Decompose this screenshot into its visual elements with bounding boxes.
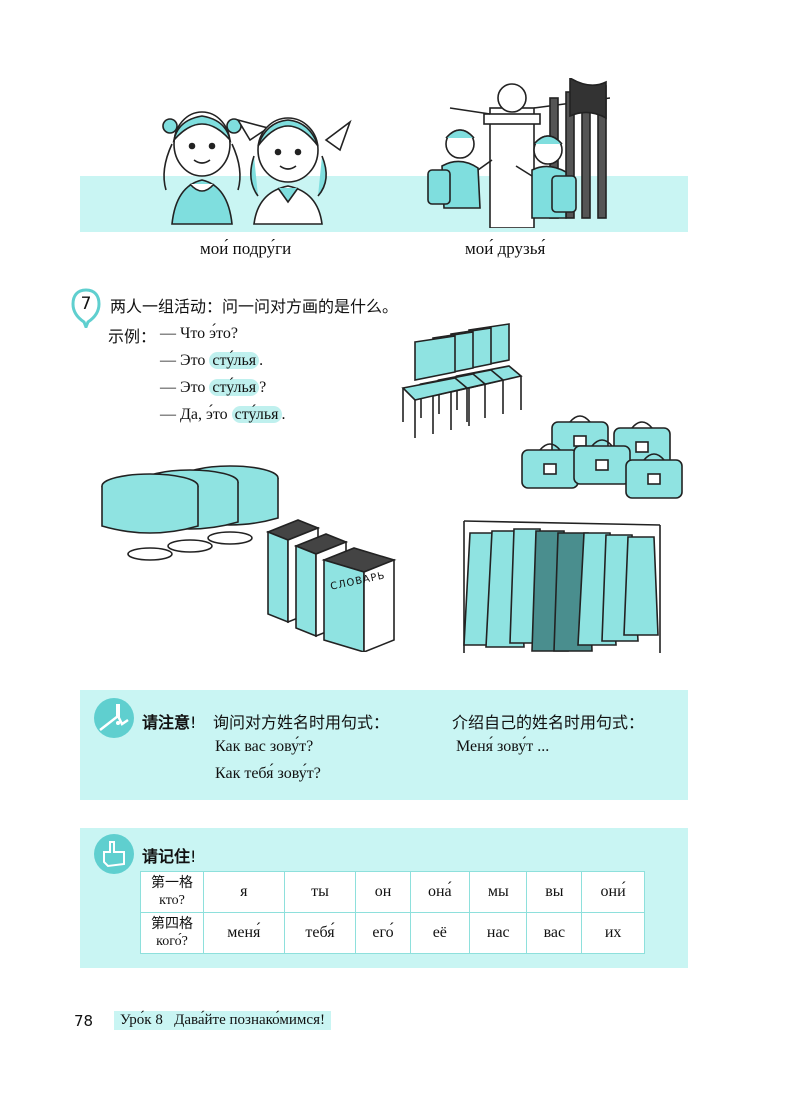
punct: ? [259, 379, 267, 396]
tables-illustration [101, 465, 279, 561]
note-left-heading: 询问对方姓名时用句式： [213, 713, 390, 732]
note-title: 请注意! [142, 709, 196, 733]
table-row: 第四格 кого́? меня́ тебя́ его́ её нас вас и… [140, 912, 645, 954]
pronoun-cell: она́ [409, 871, 471, 913]
case-header-cell: 第一格 кто? [140, 871, 204, 913]
exercise-number-badge: 7 [71, 288, 101, 328]
pronoun-cell: вас [526, 912, 583, 954]
note-box [80, 690, 688, 800]
dash: — [160, 352, 176, 369]
note-left-line-2: Как тебя́ зову́т? [215, 765, 321, 782]
exercise-number: 7 [80, 294, 92, 314]
line-text: Это [180, 352, 210, 369]
coats-rack-illustration [463, 520, 661, 653]
lesson-title: Дава́йте познако́мимся! [174, 1012, 325, 1028]
pronoun-cell: я [203, 871, 285, 913]
line-text: Что э́то? [180, 325, 238, 342]
note-right-line-1: Меня́ зову́т ... [456, 738, 550, 755]
remember-title-mark: ! [190, 847, 197, 866]
remember-title-text: 请记住 [142, 847, 191, 866]
girls-illustration [162, 111, 352, 225]
pronoun-cell: мы [469, 871, 528, 913]
pronoun-cell: вы [526, 871, 583, 913]
pronoun-cell: её [409, 912, 471, 954]
case-question: кого́? [156, 934, 188, 949]
note-left-line-1: Как вас зову́т? [215, 738, 314, 755]
page-number: 78 [74, 1012, 94, 1030]
lesson-footer-tag: Уро́к 8 Дава́йте познако́мимся! [114, 1011, 331, 1030]
pronoun-cell: меня́ [203, 912, 285, 954]
dash: — [160, 406, 176, 423]
case-header-cell: 第四格 кого́? [140, 912, 204, 954]
note-title-mark: ! [190, 713, 197, 732]
case-question: кто? [159, 893, 185, 908]
pronoun-cell: их [581, 912, 645, 954]
bags-illustration [521, 415, 683, 499]
remember-title: 请记住! [142, 843, 196, 867]
dialogue-line-3: — Это сту́лья? [160, 376, 266, 400]
case-name: 第四格 [151, 916, 193, 932]
pronoun-table: 第一格 кто? я ты он она́ мы вы они́ 第四格 ког… [140, 871, 645, 954]
dash: — [160, 379, 176, 396]
line-text: Да, э́то [180, 406, 232, 423]
lesson-number: Уро́к 8 [120, 1012, 163, 1028]
chairs-illustration [401, 323, 523, 438]
punct: . [281, 406, 286, 423]
speech-bubble-icon [71, 288, 101, 328]
dictionaries-illustration: СЛОВАРЬ [258, 512, 408, 652]
pronoun-cell: они́ [581, 871, 645, 913]
highlight-word: сту́лья [209, 352, 260, 369]
highlight-word: сту́лья [231, 406, 282, 423]
dialogue-line-1: — Что э́то? [160, 322, 238, 346]
dash: — [160, 325, 176, 342]
example-label: 示例： [108, 327, 157, 346]
caption-my-girlfriends: мои́ подру́ги [200, 239, 292, 258]
pronoun-cell: ты [283, 871, 357, 913]
pronoun-cell: его́ [355, 912, 411, 954]
pronoun-cell: нас [469, 912, 528, 954]
punct: . [259, 352, 264, 369]
pronoun-cell: он [355, 871, 411, 913]
dialogue-line-4: — Да, э́то сту́лья. [160, 403, 286, 427]
note-right-heading: 介绍自己的姓名时用句式： [452, 713, 645, 732]
highlight-word: сту́лья [209, 379, 260, 396]
caption-my-friends: мои́ друзья́ [465, 239, 546, 258]
pronoun-cell: тебя́ [283, 912, 357, 954]
exercise-instruction: 两人一组活动：问一问对方画的是什么。 [110, 297, 399, 316]
note-title-text: 请注意 [142, 713, 191, 732]
pointing-hand-icon [94, 834, 134, 874]
boys-illustration [427, 78, 610, 228]
dialogue-line-2: — Это сту́лья. [160, 349, 263, 373]
case-name: 第一格 [151, 875, 193, 891]
exclamation-icon [94, 698, 134, 738]
table-row: 第一格 кто? я ты он она́ мы вы они́ [140, 871, 645, 913]
line-text: Это [180, 379, 210, 396]
books-drawing [265, 519, 397, 652]
